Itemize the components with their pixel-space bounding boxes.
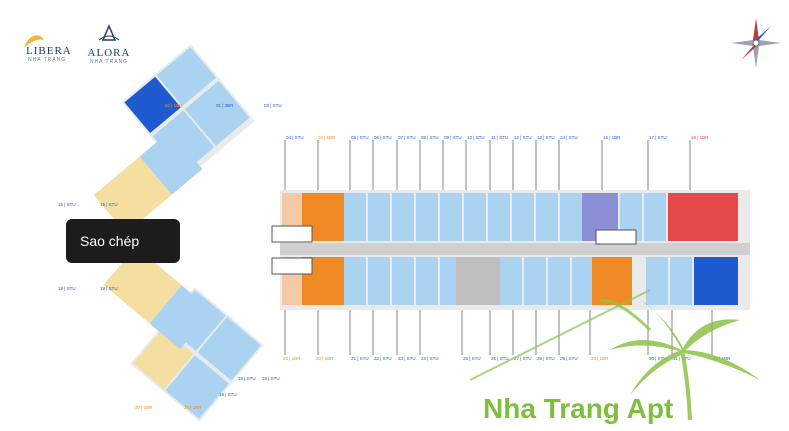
compass-rose-icon xyxy=(731,18,781,68)
palm-tree-icon xyxy=(610,300,760,421)
bottom-units xyxy=(282,257,738,305)
unit-label: 02 | 1BR xyxy=(318,135,336,140)
unit-label: 18 | 1BR xyxy=(691,135,709,140)
central-corridor xyxy=(280,243,750,255)
unit-label: 10 | STU xyxy=(467,135,485,140)
bottom-unit-labels: 20 | 1BR 20 | 1BR 21 | STU 22 | STU 23 |… xyxy=(58,286,731,410)
unit-label: 11 | STU xyxy=(491,135,508,140)
libera-leaf-icon xyxy=(24,35,44,48)
unit-label: 07 | STU xyxy=(398,135,416,140)
watermark-arc xyxy=(599,298,652,332)
unit-label: 28 | STU xyxy=(537,356,555,361)
unit-label: 24 | STU xyxy=(421,356,439,361)
unit-label: 13 | STU xyxy=(537,135,555,140)
unit-label: 20 | 1BR xyxy=(316,356,334,361)
unit-label: 21 | STU xyxy=(351,356,369,361)
top-units xyxy=(282,193,738,241)
unit-label: 19 | STU xyxy=(219,392,237,397)
watermark-text: Nha Trang Apt xyxy=(483,393,674,424)
unit-label: 05 | STU xyxy=(351,135,369,140)
elevator-core xyxy=(271,225,637,275)
unit-label: 30 | STU xyxy=(649,356,667,361)
unit-label: 25 | STU xyxy=(463,356,481,361)
unit-label: 19 | STU xyxy=(238,376,256,381)
top-leader-lines xyxy=(284,140,691,190)
unit-label: 19 | STU xyxy=(58,286,76,291)
unit-label: 15 | STU xyxy=(58,202,76,207)
unit-label: 27 | STU xyxy=(514,356,532,361)
unit-label: 16 | 1BR xyxy=(603,135,621,140)
bottom-leader-lines xyxy=(284,310,713,355)
unit-label: 19 | STU xyxy=(262,376,280,381)
unit-label: 26 | STU xyxy=(491,356,509,361)
unit-label: 08 | STU xyxy=(421,135,439,140)
libera-sub: NHA TRANG xyxy=(28,57,67,63)
unit-label: 14 | STU xyxy=(560,135,578,140)
wing-upper-left xyxy=(121,44,255,179)
unit-label: 06 | STU xyxy=(374,135,392,140)
unit-label: 23 | STU xyxy=(398,356,416,361)
unit-label: 19 | STU xyxy=(100,286,118,291)
wing-lower-left-end xyxy=(103,246,213,350)
alora-sub: NHA TRANG xyxy=(89,59,129,65)
unit-label: 20 | 1BR xyxy=(283,356,301,361)
alora-logo: ALORA NHA TRANG xyxy=(84,24,134,70)
unit-label: 29 | STU xyxy=(560,356,578,361)
copy-tooltip-label[interactable]: Sao chép xyxy=(80,233,140,249)
copy-tooltip[interactable]: Sao chép xyxy=(66,219,180,263)
unit-label: 22 | STU xyxy=(374,356,392,361)
unit-label: 15 | STU xyxy=(100,202,118,207)
libera-logo: LIBERA NHA TRANG xyxy=(20,30,72,70)
unit-label: 03 | STU xyxy=(264,103,282,108)
libera-wordmark: LIBERA xyxy=(26,45,72,57)
unit-label: 32 | 1BR xyxy=(591,356,609,361)
unit-label: 02 | 1BR xyxy=(165,103,183,108)
unit-label: 17 | STU xyxy=(649,135,667,140)
wing-upper-left-end xyxy=(93,130,203,234)
unit-label: 09 | STU xyxy=(444,135,462,140)
unit-label: 20 | 1BR xyxy=(135,405,153,410)
alora-emblem-icon xyxy=(98,24,120,41)
unit-label: 04 | STU xyxy=(286,135,304,140)
alora-wordmark: ALORA xyxy=(87,47,131,59)
unit-label: 20 | 1BR xyxy=(184,405,202,410)
unit-label: 12 | STU xyxy=(514,135,532,140)
unit-label: 01 | 3BR xyxy=(216,103,234,108)
top-unit-labels: 02 | 1BR 01 | 3BR 03 | STU 04 | STU 02 |… xyxy=(58,103,709,207)
